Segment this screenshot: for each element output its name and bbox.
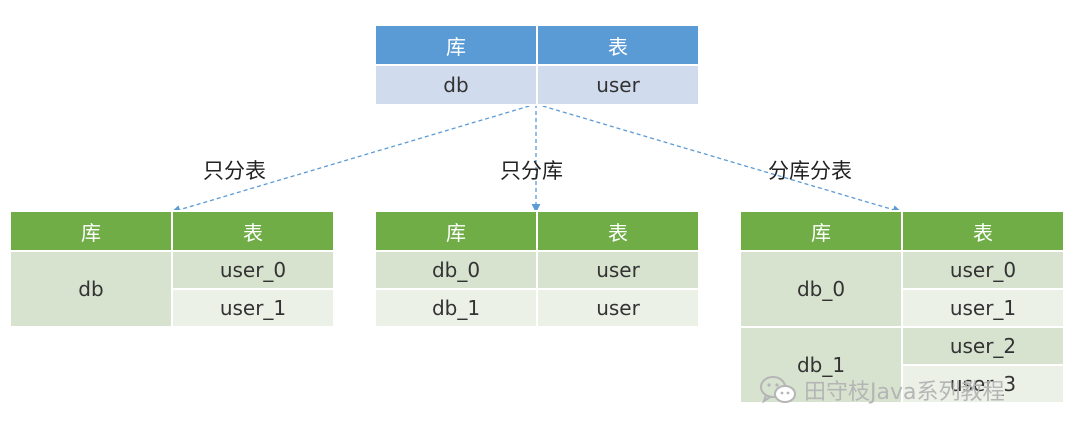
header-db: 库 (9, 210, 173, 252)
cell-table: user (536, 288, 700, 328)
watermark-text: 田守枝Java系列教程 (804, 380, 1005, 405)
cell-db: db (9, 250, 173, 328)
header-table: 表 (536, 24, 700, 66)
cell-db: db_1 (374, 288, 538, 328)
original-table: 库 表 db user (374, 24, 700, 106)
cell-table: user (536, 64, 700, 106)
arrow-to-table-only (171, 103, 537, 215)
header-db: 库 (374, 210, 538, 252)
cell-table: user_0 (901, 250, 1065, 290)
cell-db: db (374, 64, 538, 106)
header-table: 表 (171, 210, 335, 252)
branch-label-table-only: 只分表 (203, 159, 266, 183)
cell-table: user_0 (171, 250, 335, 290)
cell-table: user_1 (171, 288, 335, 328)
branch-label-db-only: 只分库 (500, 159, 563, 183)
cell-db: db_1 (739, 326, 903, 404)
db-and-table-split: 库 表 db_0 user_0 user_1 db_1 user_2 user_… (739, 210, 1065, 404)
cell-table: user_3 (901, 364, 1065, 404)
cell-table: user_2 (901, 326, 1065, 366)
header-db: 库 (374, 24, 538, 66)
cell-db: db_0 (374, 250, 538, 290)
cell-db: db_0 (739, 250, 903, 328)
arrow-to-db-and-table (535, 103, 902, 215)
cell-table: user_1 (901, 288, 1065, 328)
header-db: 库 (739, 210, 903, 252)
header-table: 表 (536, 210, 700, 252)
header-table: 表 (901, 210, 1065, 252)
db-only-split: 库 表 db_0 user db_1 user (374, 210, 700, 328)
cell-table: user (536, 250, 700, 290)
watermark: 田守枝Java系列教程 (758, 370, 1004, 410)
branch-label-db-and-table: 分库分表 (768, 159, 852, 183)
wechat-icon (760, 376, 796, 404)
table-only-split: 库 表 db user_0 user_1 (9, 210, 335, 328)
